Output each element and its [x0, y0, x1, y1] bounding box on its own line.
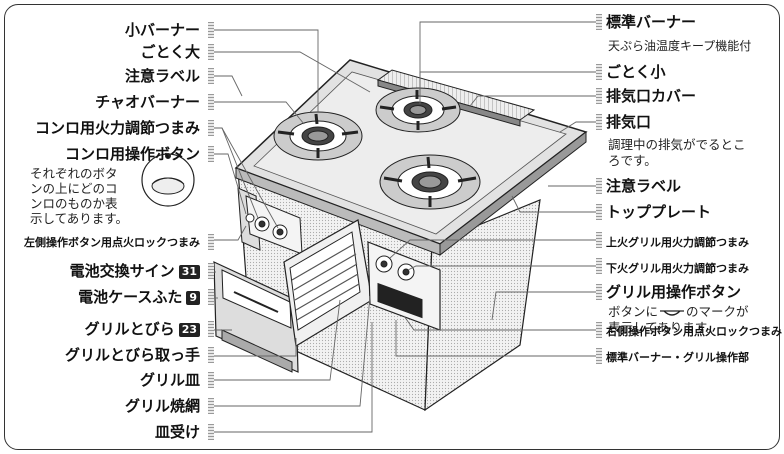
marker-tab: [596, 348, 602, 364]
button-closeup-inset: [141, 153, 195, 207]
label-battery-cover-text: 電池ケースふた: [78, 288, 183, 306]
note-grill-button-text-a: ボタンに: [608, 304, 659, 319]
marker-tab: [208, 372, 214, 388]
page-ref-badge: 23: [178, 323, 200, 337]
label-stove-operation-button: コンロ用操作ボタン: [64, 145, 200, 163]
marker-tab: [596, 232, 602, 248]
grill-mark-icon: [660, 309, 685, 316]
marker-tab: [596, 14, 602, 30]
marker-tab: [208, 263, 214, 279]
marker-tab: [208, 68, 214, 84]
diagram-frame: [4, 4, 780, 450]
label-right-ignition-lock-text: 右側操作ボタン用点火ロックつまみ: [606, 325, 782, 338]
label-upper-grill-knob: 上火グリル用火力調節つまみ: [606, 236, 749, 249]
label-battery-sign-text: 電池交換サイン: [69, 262, 175, 280]
label-large-trivet: ごとく大: [140, 43, 200, 61]
note-button-line-3: ンロのものか表: [30, 196, 118, 211]
marker-tab: [208, 424, 214, 440]
marker-tab: [596, 258, 602, 274]
label-lower-grill-knob: 下火グリル用火力調節つまみ: [606, 262, 749, 275]
label-small-trivet: ごとく小: [606, 63, 666, 81]
label-standard-burner: 標準バーナー: [606, 13, 697, 31]
label-grill-operation-button: グリル用操作ボタン: [606, 283, 742, 301]
note-exhaust-line-1: 調理中の排気がでるとこ: [608, 137, 746, 152]
label-caution-right: 注意ラベル: [606, 177, 682, 195]
label-exhaust-cover: 排気口カバー: [606, 87, 697, 105]
label-pan-receiver: 皿受け: [154, 423, 200, 441]
label-exhaust-port: 排気口: [606, 113, 652, 131]
label-grill-door-handle: グリルとびら取っ手: [64, 346, 200, 364]
label-left-ignition-lock: 左側操作ボタン用点火ロックつまみ: [24, 236, 200, 249]
marker-tab: [596, 114, 602, 130]
page-ref-badge: 31: [178, 265, 200, 279]
marker-tab: [208, 234, 214, 250]
note-exhaust-line-2: ろです。: [608, 153, 657, 168]
marker-tab: [596, 88, 602, 104]
note-button-line-2: ンの上にどのコ: [30, 181, 118, 196]
note-tempura-keep: 天ぷら油温度キープ機能付: [608, 39, 752, 53]
marker-tab: [208, 398, 214, 414]
marker-tab: [596, 322, 602, 338]
label-small-burner: 小バーナー: [124, 21, 200, 39]
grill-door: [213, 261, 299, 373]
standard-burner-front: [379, 154, 481, 210]
grill-drawer: [283, 219, 373, 347]
marker-tab: [596, 64, 602, 80]
marker-tab: [208, 146, 214, 162]
note-button-line-1: それぞれのボタ: [30, 166, 118, 181]
marker-tab: [208, 321, 214, 337]
label-grill-door-text: グリルとびら: [84, 320, 175, 338]
note-grill-button-text-b: のマークが: [686, 304, 749, 319]
note-button-line-4: 示してあります。: [30, 211, 129, 226]
label-standard-grill-panel: 標準バーナー・グリル操作部: [606, 351, 749, 364]
marker-tab: [208, 94, 214, 110]
marker-tab: [596, 204, 602, 220]
standard-burner-back: [375, 87, 461, 133]
label-stove-heat-knob: コンロ用火力調節つまみ: [34, 119, 200, 137]
note-grill-button-line-1: ボタンに のマークが: [608, 304, 749, 319]
label-chao-burner: チャオバーナー: [95, 93, 200, 111]
marker-tab: [208, 289, 214, 305]
marker-tab: [208, 347, 214, 363]
label-caution-left: 注意ラベル: [124, 67, 200, 85]
note-grill-button-line-2: 表示してあります。: [608, 320, 719, 335]
marker-tab: [208, 44, 214, 60]
right-control-panel: [367, 241, 441, 331]
marker-tab: [596, 284, 602, 300]
label-grill-pan: グリル皿: [139, 371, 200, 389]
marker-tab: [208, 22, 214, 38]
label-grill-rack: グリル焼網: [124, 397, 200, 415]
marker-tab: [208, 120, 214, 136]
page-ref-badge: 9: [186, 291, 200, 305]
label-top-plate: トッププレート: [606, 203, 712, 221]
marker-tab: [596, 178, 602, 194]
small-burner: [273, 111, 363, 161]
